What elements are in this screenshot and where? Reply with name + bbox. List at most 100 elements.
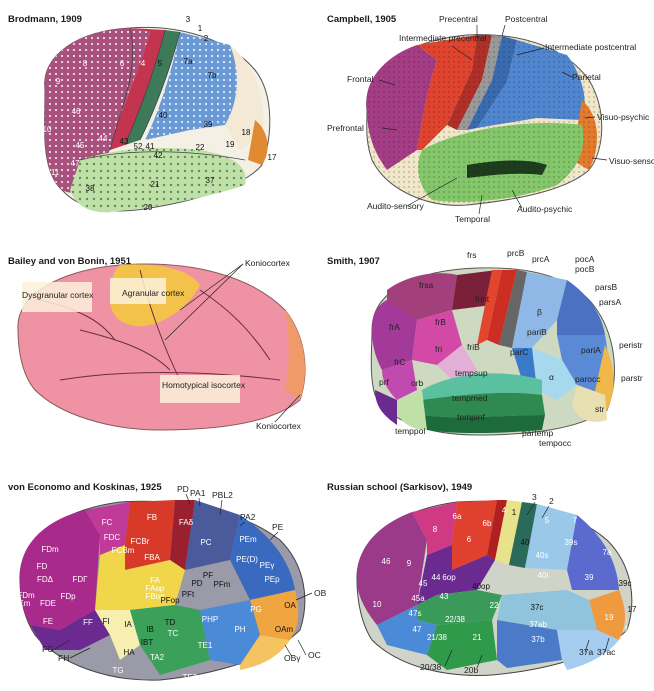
bailey-brain-diagram: Koniocortex Agranular cortex Dysgranular… bbox=[17, 258, 306, 431]
area-label: 42 bbox=[154, 151, 163, 160]
region-label: OB bbox=[314, 588, 327, 598]
region-label: frs bbox=[467, 250, 476, 260]
region-label: α bbox=[549, 372, 554, 382]
region-label: FD bbox=[37, 562, 48, 571]
region-label: 18 bbox=[625, 625, 634, 634]
region-label: Frontal bbox=[347, 74, 374, 84]
region-label: 10 bbox=[373, 600, 382, 609]
campbell-brain-diagram: Precentral Postcentral Intermediate prec… bbox=[327, 14, 654, 224]
region-label: 47 bbox=[413, 625, 422, 634]
region-label: 45a bbox=[411, 594, 425, 603]
area-label: 19 bbox=[226, 140, 235, 149]
region-label: FDE bbox=[40, 599, 56, 608]
region-label: 3 bbox=[532, 492, 537, 502]
panel-title: Brodmann, 1909 bbox=[8, 14, 82, 25]
region-label: PE(D) bbox=[236, 555, 258, 564]
area-label: 17 bbox=[268, 153, 277, 162]
region-label: frB bbox=[435, 317, 446, 327]
region-label: PF bbox=[203, 571, 213, 580]
panel-brodmann: Brodmann, 1909 3 1 2 9 8 6 4 bbox=[0, 0, 327, 230]
region-label: PD bbox=[191, 579, 202, 588]
region-label: FDp bbox=[60, 592, 76, 601]
brodmann-area-labels: 3 1 2 9 8 6 4 5 7a 7b 46 10 45 44 43 52 … bbox=[43, 15, 277, 212]
region-label: PE bbox=[272, 522, 284, 532]
region-label: parC bbox=[510, 347, 528, 357]
region-label: 17 bbox=[628, 605, 637, 614]
panel-bailey: Bailey and von Bonin, 1951 Koniocortex A… bbox=[0, 230, 327, 460]
region-label: fri bbox=[435, 344, 442, 354]
region-label: pariB bbox=[527, 327, 547, 337]
region-label: 6op bbox=[442, 573, 456, 582]
panel-title: Campbell, 1905 bbox=[327, 14, 397, 25]
region-label: 20/38 bbox=[420, 662, 442, 672]
region-label: FDm bbox=[41, 545, 59, 554]
panel-title: Russian school (Sarkisov), 1949 bbox=[327, 482, 473, 493]
region-label: TA2 bbox=[150, 653, 165, 662]
region-label: Koniocortex bbox=[256, 421, 302, 431]
area-label: 2 bbox=[204, 34, 209, 43]
region-label: 37ab bbox=[529, 620, 547, 629]
region-label: 7a bbox=[603, 548, 612, 557]
region-label: FDΓ bbox=[72, 575, 88, 584]
region-label: 40s bbox=[536, 551, 549, 560]
region-label: prcB bbox=[507, 248, 525, 258]
panel-title: von Economo and Koskinas, 1925 bbox=[8, 482, 162, 493]
area-label: 38 bbox=[86, 184, 95, 193]
panel-title: Smith, 1907 bbox=[327, 256, 380, 267]
region-label: 37ac bbox=[597, 647, 616, 657]
region-label: 7 bbox=[573, 516, 578, 525]
region-label: 2 bbox=[549, 496, 554, 506]
region-label: Visuo-psychic bbox=[597, 112, 650, 122]
region-label: FAδ bbox=[179, 518, 194, 527]
region-label: partemp bbox=[522, 428, 553, 438]
region-label: PFm bbox=[214, 580, 231, 589]
region-label: PFop bbox=[160, 596, 180, 605]
region-label: 9 bbox=[407, 559, 412, 568]
region-label: PHP bbox=[202, 615, 218, 624]
region-label: temppol bbox=[395, 426, 425, 436]
area-label: 21 bbox=[151, 180, 160, 189]
region-label: 6a bbox=[453, 512, 462, 521]
region-label: tempsup bbox=[455, 368, 488, 378]
area-label: 22 bbox=[196, 143, 205, 152]
region-label: FCBm bbox=[112, 546, 135, 555]
region-label: parsB bbox=[595, 282, 618, 292]
economo-labels: PD PA1 PBL2 FB FC FAδ PA2 PE FDC FCBm FC… bbox=[14, 484, 327, 682]
region-label: 5 bbox=[545, 516, 550, 525]
panel-sarkisov: Russian school (Sarkisov), 1949 3 2 1 6a… bbox=[327, 460, 654, 691]
area-label: 40 bbox=[159, 111, 168, 120]
smith-labels: frs prcB prcA pocA pocB frsa frint parsB… bbox=[379, 248, 643, 448]
region-label: IB bbox=[146, 625, 154, 634]
region-label: peristr bbox=[619, 340, 643, 350]
region-label: IBT bbox=[141, 638, 154, 647]
area-label: 37 bbox=[206, 176, 215, 185]
region-label: FDm bbox=[17, 591, 35, 600]
region-label: PA2 bbox=[240, 512, 256, 522]
region-label: 6b bbox=[483, 519, 492, 528]
region-label: FDC bbox=[104, 533, 121, 542]
region-label: Visuo-sensory bbox=[609, 156, 654, 166]
region-label: 22/38 bbox=[445, 615, 466, 624]
region-label: 6 bbox=[467, 535, 472, 544]
region-label: prf bbox=[379, 377, 390, 387]
region-label: HA bbox=[123, 648, 135, 657]
region-label: FBop bbox=[145, 592, 165, 601]
area-label: 11 bbox=[51, 168, 60, 177]
region-label: 43 bbox=[440, 592, 449, 601]
region-label: pariA bbox=[581, 345, 601, 355]
region-label: 21 bbox=[473, 633, 482, 642]
bailey-labels: Koniocortex Agranular cortex Dysgranular… bbox=[22, 258, 302, 431]
area-label: 4 bbox=[141, 59, 146, 68]
region-label: TD bbox=[165, 618, 176, 627]
area-label: 9 bbox=[56, 77, 61, 86]
region-label: frC bbox=[394, 357, 405, 367]
region-label: Precentral bbox=[439, 14, 478, 24]
region-label: OA bbox=[284, 601, 296, 610]
economo-brain-diagram: PD PA1 PBL2 FB FC FAδ PA2 PE FDC FCBm FC… bbox=[14, 484, 327, 682]
region-label: Audito-psychic bbox=[517, 204, 573, 214]
area-label: 41 bbox=[146, 142, 155, 151]
panel-title: Bailey and von Bonin, 1951 bbox=[8, 256, 132, 267]
area-label: 45 bbox=[76, 141, 85, 150]
smith-brain-diagram: frs prcB prcA pocA pocB frsa frint parsB… bbox=[370, 248, 643, 448]
area-label: 39 bbox=[204, 120, 213, 129]
